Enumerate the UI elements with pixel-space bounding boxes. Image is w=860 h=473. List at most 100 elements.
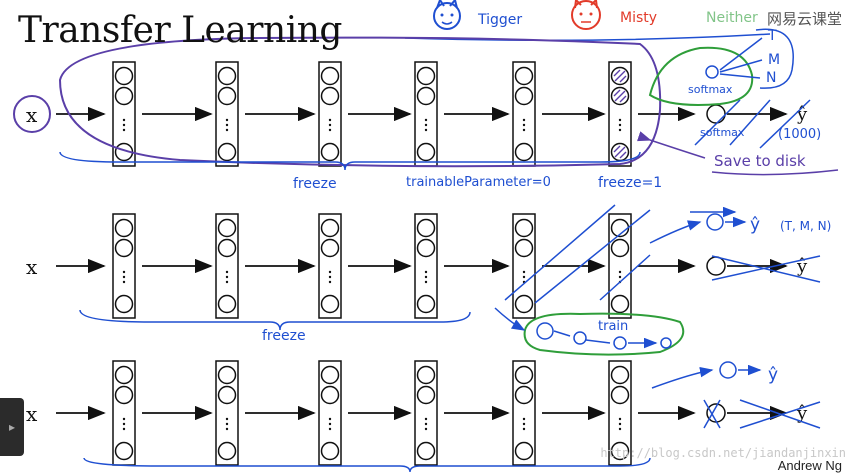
- neuron: [320, 66, 340, 86]
- ellipsis-dot: [122, 417, 126, 421]
- neuron: [416, 441, 436, 461]
- ellipsis-dot: [618, 275, 622, 279]
- neuron: [416, 365, 436, 385]
- ellipsis-dot: [328, 280, 332, 284]
- ellipsis-dot: [618, 118, 622, 122]
- neuron: [320, 142, 340, 162]
- ellipsis-dot: [328, 118, 332, 122]
- layer-6: [608, 61, 632, 167]
- save-to-disk-label: Save to disk: [714, 152, 806, 170]
- layer-box: [608, 213, 632, 319]
- page-title: Transfer Learning: [18, 10, 342, 51]
- ellipsis-dot: [328, 427, 332, 431]
- ellipsis-dot: [225, 128, 229, 132]
- layer-box: [318, 213, 342, 319]
- ellipsis-dot: [225, 270, 229, 274]
- ellipsis-dot: [122, 427, 126, 431]
- ellipsis-dot: [122, 422, 126, 426]
- neuron: [114, 218, 134, 238]
- neuron: [320, 294, 340, 314]
- layer-5: [512, 61, 536, 167]
- output-unit: [706, 256, 726, 276]
- input-x: x: [26, 255, 38, 279]
- ellipsis-dot: [328, 417, 332, 421]
- shaded-neuron: [613, 89, 627, 103]
- frozen-lasso: [58, 36, 662, 168]
- softmax-label: softmax: [688, 83, 733, 96]
- layer-1: [112, 360, 136, 466]
- neuron: [416, 86, 436, 106]
- layer-box: [512, 213, 536, 319]
- layer-box: [608, 61, 632, 167]
- ellipsis-dot: [618, 128, 622, 132]
- neuron: [610, 238, 630, 258]
- ellipsis-dot: [424, 118, 428, 122]
- save-annotation: Save to disk: [636, 131, 839, 176]
- neuron: [610, 441, 630, 461]
- neuron: [416, 142, 436, 162]
- output-yhat: ŷ: [796, 104, 808, 125]
- layer-4: [414, 61, 438, 167]
- ellipsis-dot: [522, 270, 526, 274]
- ellipsis-dot: [225, 427, 229, 431]
- layer-box: [608, 360, 632, 466]
- row3-yhat-new: ŷ: [768, 365, 778, 385]
- play-icon[interactable]: ▸: [0, 398, 24, 456]
- neuron: [320, 365, 340, 385]
- pet-tigger: Tigger: [433, 0, 522, 30]
- output-unit: [706, 104, 726, 124]
- neuron: [514, 142, 534, 162]
- neuron: [514, 441, 534, 461]
- row1-output-crossed: softmax (1000): [694, 99, 821, 149]
- output-dims: (1000): [778, 127, 821, 142]
- layer-box: [215, 360, 239, 466]
- neuron: [514, 238, 534, 258]
- row2-freeze-label: freeze: [262, 328, 306, 344]
- neuron: [217, 238, 237, 258]
- ellipsis-dot: [424, 422, 428, 426]
- neuron: [217, 365, 237, 385]
- ellipsis-dot: [522, 275, 526, 279]
- pet-neither: Neither: [706, 10, 758, 26]
- neuron: [416, 294, 436, 314]
- ellipsis-dot: [225, 422, 229, 426]
- ellipsis-dot: [122, 275, 126, 279]
- ellipsis-dot: [122, 118, 126, 122]
- neuron: [320, 441, 340, 461]
- ellipsis-dot: [424, 270, 428, 274]
- layer-4: [414, 360, 438, 466]
- layer-5: [512, 213, 536, 319]
- ellipsis-dot: [618, 123, 622, 127]
- input-x: x: [26, 103, 38, 127]
- row2-annotations: ŷ (T, M, N) train freeze: [79, 204, 831, 355]
- pet-misty: Misty: [571, 0, 657, 30]
- neuron: [320, 86, 340, 106]
- ellipsis-dot: [522, 128, 526, 132]
- neuron: [114, 66, 134, 86]
- neuron: [416, 238, 436, 258]
- layer-2: [215, 360, 239, 466]
- layer-6: [608, 360, 632, 466]
- pet-label-neither: Neither: [706, 10, 758, 26]
- watermark: http://blog.csdn.net/jiandanjinxin: [600, 446, 846, 460]
- ellipsis-dot: [225, 123, 229, 127]
- neuron: [610, 385, 630, 405]
- shaded-neuron: [613, 145, 627, 159]
- class-m: M: [768, 52, 780, 68]
- layer-3: [318, 360, 342, 466]
- ellipsis-dot: [225, 280, 229, 284]
- neuron: [514, 218, 534, 238]
- row1-brace: freeze trainableParameter=0 freeze=1: [59, 151, 662, 192]
- neuron: [416, 218, 436, 238]
- neuron: [114, 238, 134, 258]
- neuron: [610, 365, 630, 385]
- ellipsis-dot: [225, 275, 229, 279]
- ellipsis-dot: [328, 128, 332, 132]
- neuron: [217, 218, 237, 238]
- pet-label-misty: Misty: [620, 10, 657, 26]
